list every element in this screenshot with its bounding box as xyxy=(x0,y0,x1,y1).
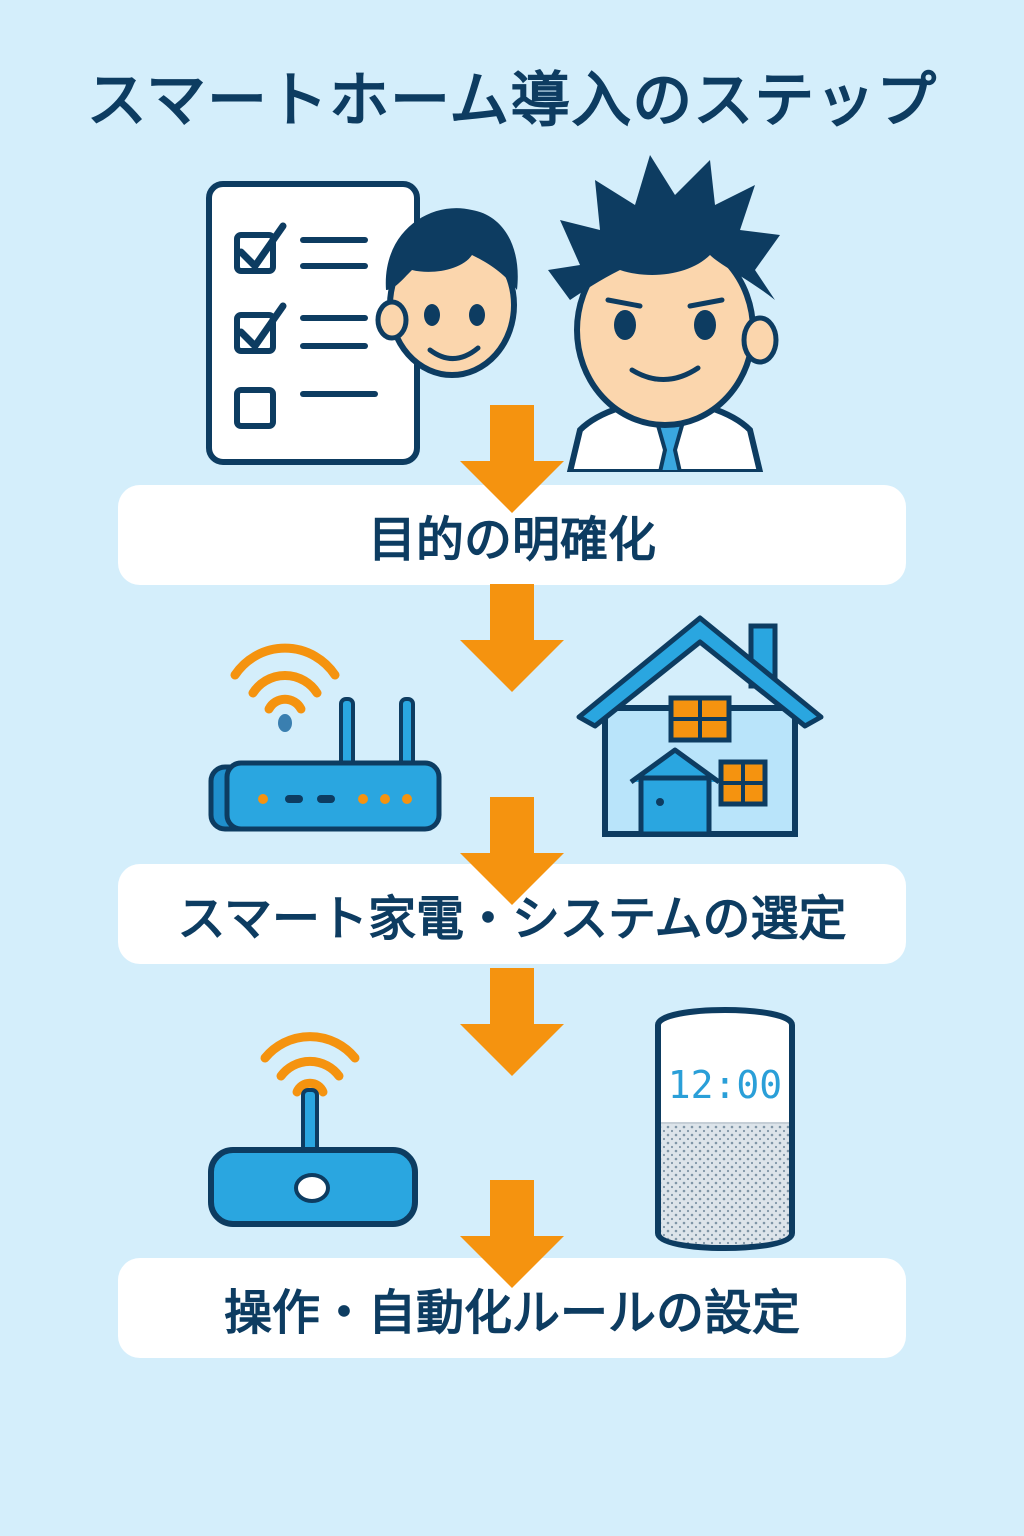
smart-speaker-icon xyxy=(655,1007,795,1251)
hub-icon xyxy=(208,1032,418,1227)
step-label: 操作・自動化ルールの設定 xyxy=(223,1285,800,1341)
arrow-down-icon xyxy=(460,584,564,692)
arrow-down-icon xyxy=(460,968,564,1076)
man-icon xyxy=(548,155,780,472)
step-card-1: 目的の明確化 xyxy=(118,485,906,585)
step-label: 目的の明確化 xyxy=(367,512,656,568)
house-icon xyxy=(576,615,824,837)
step-card-3: 操作・自動化ルールの設定 xyxy=(118,1258,906,1358)
router-icon xyxy=(208,643,442,832)
speaker-clock-display: 12:00 xyxy=(667,1063,783,1107)
step-card-2: スマート家電・システムの選定 xyxy=(118,864,906,964)
child-icon xyxy=(375,208,518,378)
step-label: スマート家電・システムの選定 xyxy=(177,891,847,947)
checklist-icon xyxy=(206,181,420,465)
page-title: スマートホーム導入のステップ xyxy=(86,66,938,136)
arrow-down-icon xyxy=(460,1180,564,1288)
arrow-down-icon xyxy=(460,405,564,513)
arrow-down-icon xyxy=(460,797,564,905)
